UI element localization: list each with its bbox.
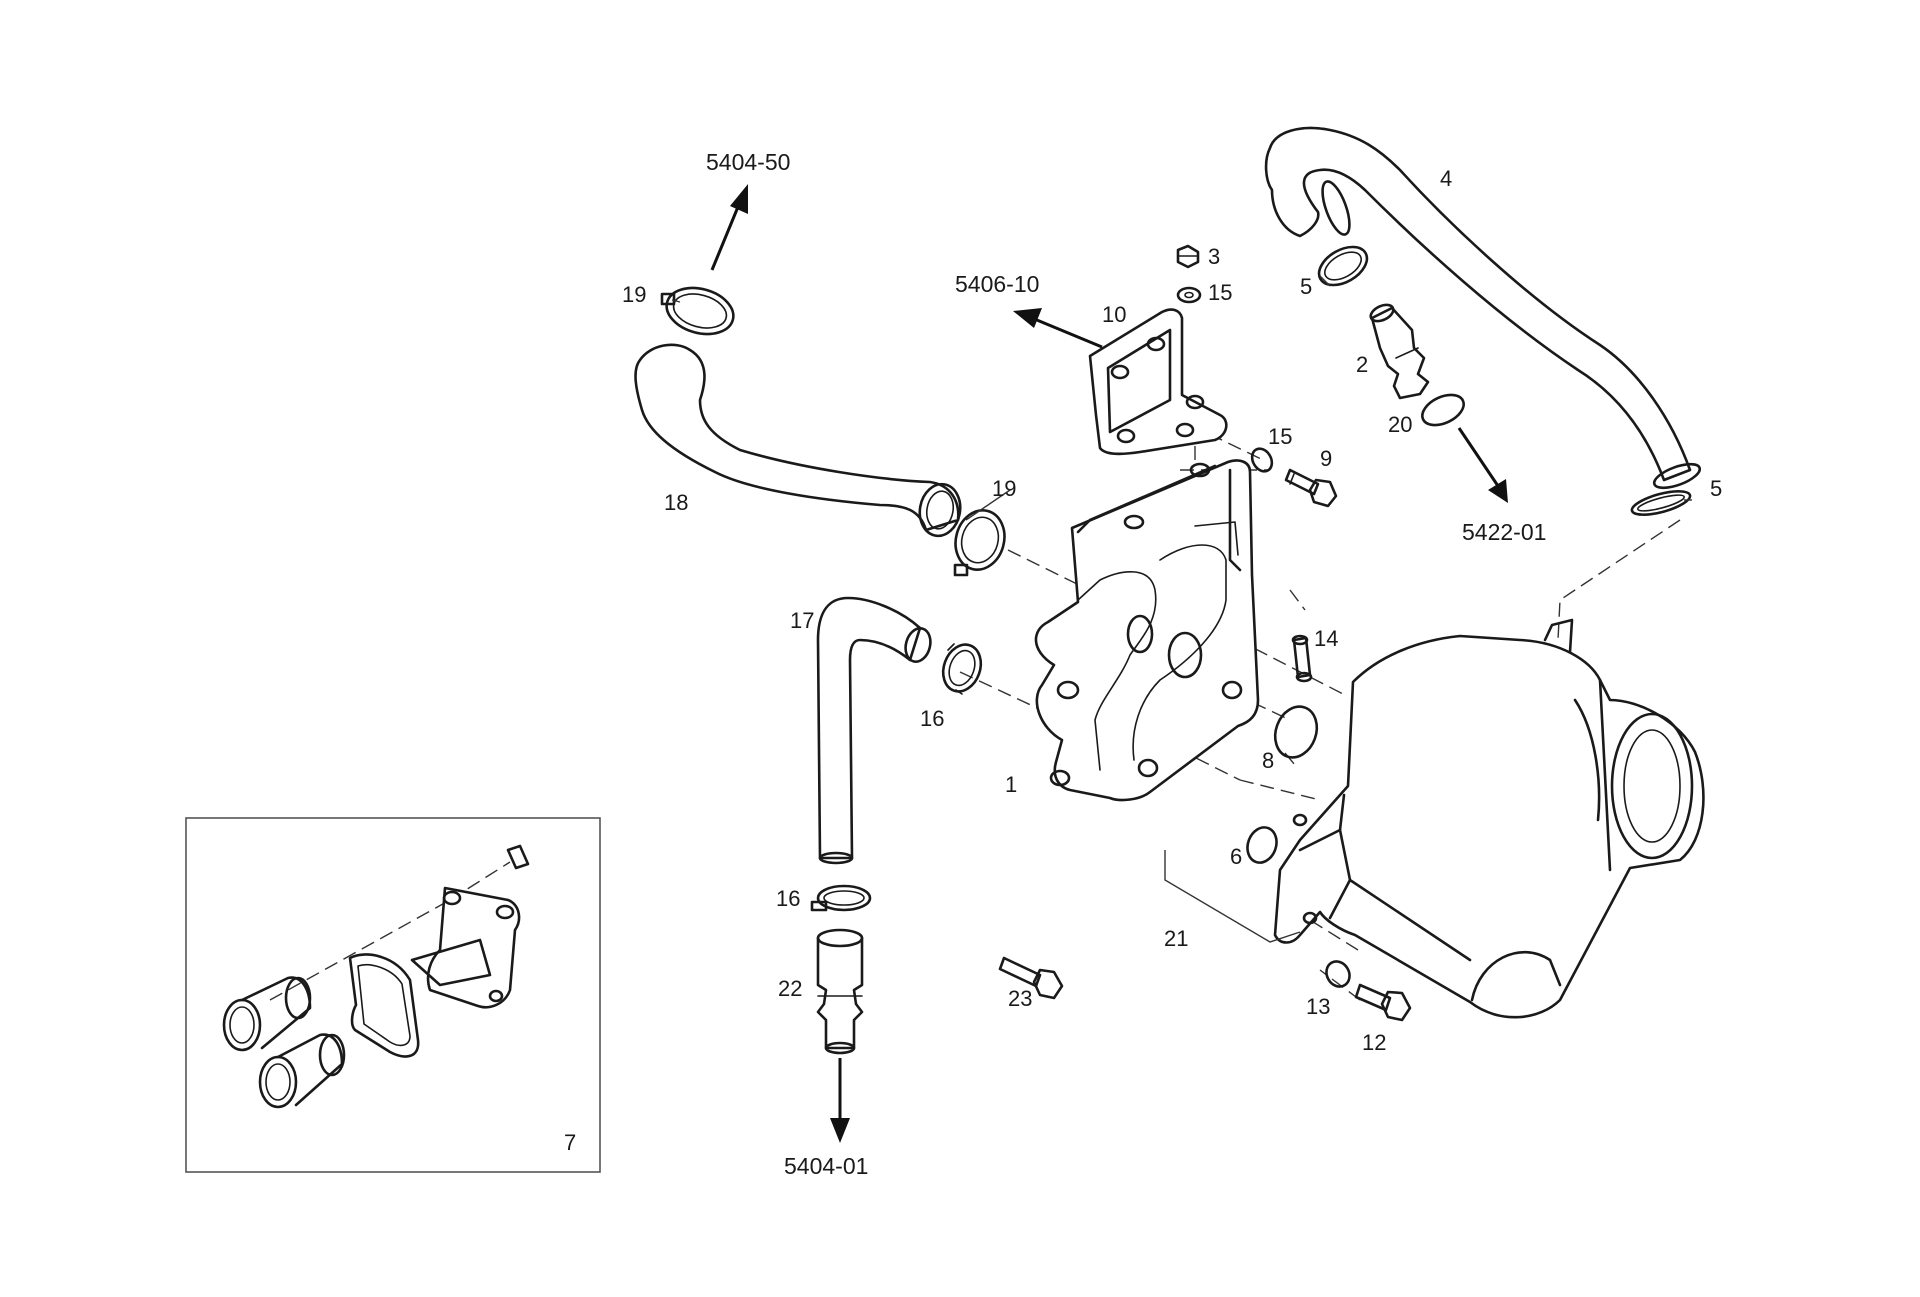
- clamp-part-16-upper: [941, 643, 983, 695]
- part-label-21: 21: [1164, 926, 1188, 951]
- inset-box-part-7: [185, 817, 601, 1173]
- part-label-15-upper: 15: [1208, 280, 1232, 305]
- clamp-part-16-lower: [810, 884, 872, 912]
- cover-part-21: [1273, 618, 1705, 1019]
- ref-arrow-5422-01: [1457, 427, 1508, 503]
- part-label-2: 2: [1356, 352, 1368, 377]
- bracket-part-10: [1088, 308, 1228, 456]
- ref-arrow-5404-50: [710, 184, 748, 271]
- ref-arrow-5404-01: [830, 1058, 850, 1143]
- fitting-part-22: [816, 928, 864, 1055]
- part-label-15-lower: 15: [1268, 424, 1292, 449]
- part-label-16-lower: 16: [776, 886, 800, 911]
- part-label-16-upper: 16: [920, 706, 944, 731]
- housing-part-1: [1034, 459, 1260, 802]
- part-label-14: 14: [1314, 626, 1338, 651]
- part-label-4: 4: [1440, 166, 1452, 191]
- part-label-5-lower: 5: [1710, 476, 1722, 501]
- stud-part-14: [1291, 634, 1313, 683]
- o-ring-part-6: [1246, 826, 1278, 864]
- part-label-9: 9: [1320, 446, 1332, 471]
- part-label-5-upper: 5: [1300, 274, 1312, 299]
- part-label-22: 22: [778, 976, 802, 1001]
- part-label-7: 7: [564, 1130, 576, 1155]
- ref-label-5404-01: 5404-01: [784, 1153, 868, 1179]
- reference-labels: 5404-50 5406-10 5422-01 5404-01: [706, 149, 1546, 1179]
- part-label-17: 17: [790, 608, 814, 633]
- clamp-part-19-lower: [953, 509, 1006, 577]
- washer-part-15-lower: [1250, 447, 1274, 473]
- part-label-12: 12: [1362, 1030, 1386, 1055]
- clamp-part-19-upper: [660, 286, 735, 336]
- part-number-labels: 1 2 3 4 5 5 6 7 8 9 10 12 13 14 15 15 16…: [564, 166, 1722, 1155]
- washer-part-15-upper: [1176, 286, 1202, 304]
- bracket-lines-part-21: [1164, 850, 1301, 943]
- part-label-23: 23: [1008, 986, 1032, 1011]
- part-label-3: 3: [1208, 244, 1220, 269]
- part-label-1: 1: [1005, 772, 1017, 797]
- part-label-20: 20: [1388, 412, 1412, 437]
- o-ring-part-20: [1421, 393, 1465, 427]
- ref-label-5406-10: 5406-10: [955, 271, 1039, 297]
- part-label-8: 8: [1262, 748, 1274, 773]
- ref-label-5404-50: 5404-50: [706, 149, 790, 175]
- hose-part-4: [1264, 126, 1702, 490]
- nut-part-3: [1176, 244, 1200, 269]
- leader-lines: [671, 275, 1692, 521]
- part-label-18: 18: [664, 490, 688, 515]
- part-label-13: 13: [1306, 994, 1330, 1019]
- part-label-19-upper: 19: [622, 282, 646, 307]
- part-label-10: 10: [1102, 302, 1126, 327]
- hose-part-17: [816, 596, 932, 865]
- ref-label-5422-01: 5422-01: [1462, 519, 1546, 545]
- bolt-part-9: [1284, 468, 1338, 508]
- part-label-6: 6: [1230, 844, 1242, 869]
- bolt-part-12: [1354, 983, 1412, 1022]
- part-label-19-lower: 19: [992, 476, 1016, 501]
- ref-arrow-5406-10: [1013, 308, 1103, 349]
- clamp-part-5-lower: [1630, 490, 1692, 516]
- bolt-part-23: [998, 956, 1064, 1000]
- nipple-part-2: [1369, 303, 1430, 400]
- clamp-part-5-upper: [1317, 245, 1369, 287]
- o-ring-part-8: [1273, 705, 1319, 759]
- washer-part-13: [1325, 960, 1351, 988]
- hose-part-18: [634, 343, 962, 538]
